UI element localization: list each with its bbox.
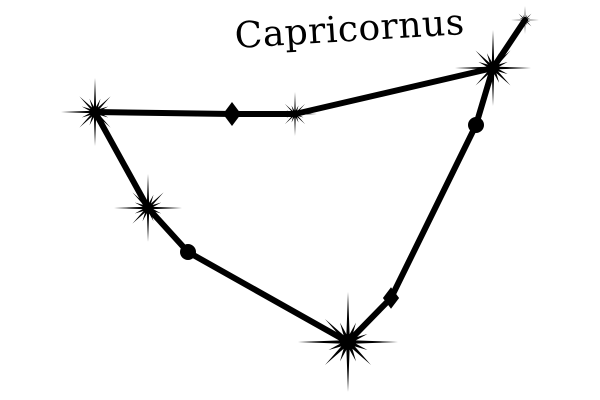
constellation-stars	[61, 6, 539, 392]
star-burst-bottom	[298, 292, 398, 392]
star-dot-right-dot	[468, 117, 484, 133]
constellation-line-right-dot-to-lower-diamond	[388, 122, 479, 301]
constellation-line-left-mid-to-left-top	[92, 109, 151, 211]
star-burst-left-top	[61, 78, 129, 146]
star-burst-mid-burst	[273, 92, 317, 136]
star-dot-left-dot	[180, 244, 196, 260]
star-burst-tip	[511, 6, 539, 34]
star-diamond-mid-square	[223, 102, 241, 126]
star-diamond-lower-diamond	[382, 287, 400, 309]
constellation-line-right-top-to-tip	[490, 17, 528, 71]
star-burst-left-mid	[114, 174, 182, 242]
star-burst-right-top	[455, 30, 531, 106]
constellation-line-right-top-to-right-dot	[473, 65, 496, 128]
constellation-line-mid-burst-to-right-top	[292, 65, 496, 117]
constellation-line-bottom-to-left-dot	[185, 249, 351, 345]
constellation-lines	[92, 17, 528, 345]
